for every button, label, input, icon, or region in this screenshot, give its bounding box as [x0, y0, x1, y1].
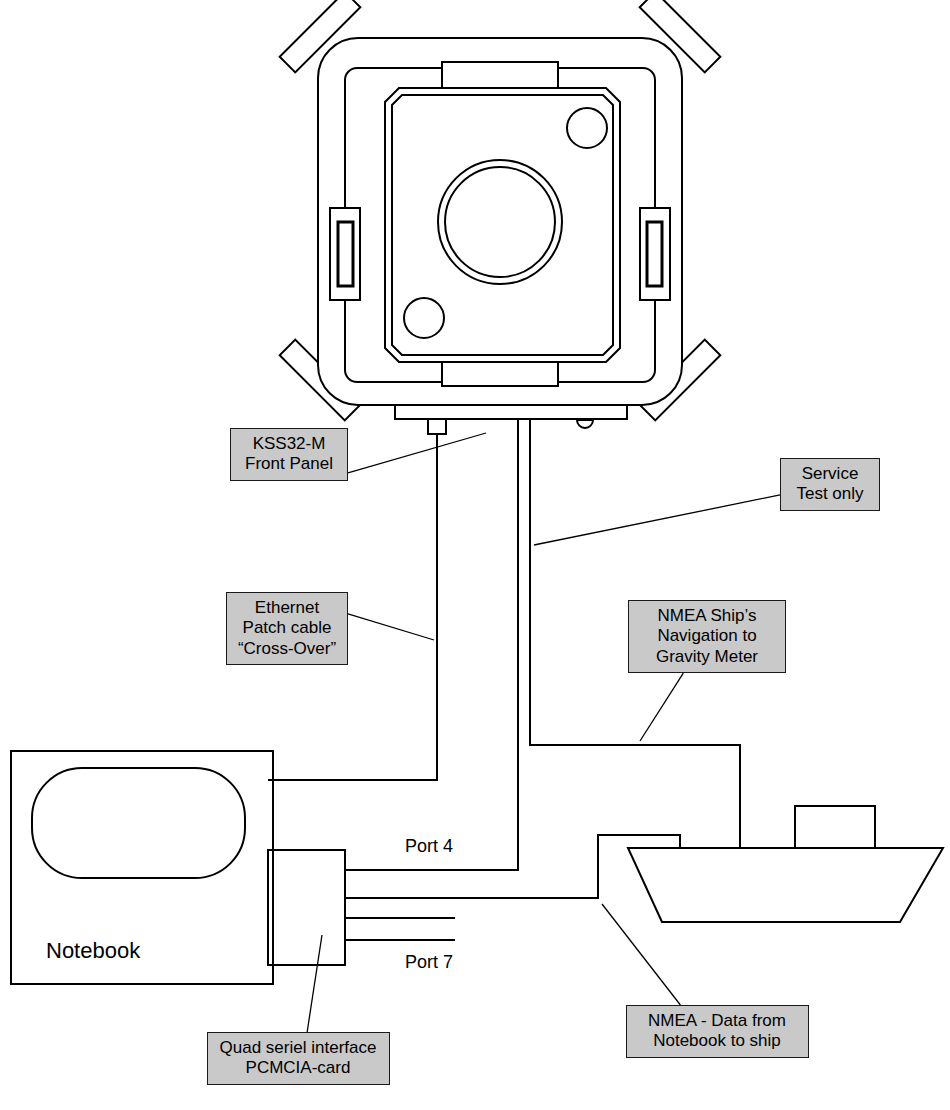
leader-line	[307, 935, 322, 1032]
meter-housing	[318, 38, 682, 405]
spare-port-line	[345, 939, 455, 941]
callout-text: KSS32-M Front Panel	[239, 434, 339, 475]
meter-knob	[404, 298, 444, 338]
device-label: Notebook	[46, 938, 272, 964]
pcmcia-card	[268, 850, 345, 965]
ethernet-socket	[428, 419, 446, 434]
meter-tab	[647, 222, 662, 286]
callout-text: NMEA - Data from Notebook to ship	[635, 1011, 800, 1052]
leader-line	[640, 673, 683, 741]
notebook-screen	[32, 768, 245, 878]
meter-tab	[640, 208, 670, 300]
meter-frame	[345, 68, 655, 382]
service-cable	[345, 419, 518, 870]
gravity-meter	[280, 0, 721, 434]
front-panel	[395, 405, 627, 419]
callout-text: Ethernet Patch cable “Cross-Over”	[235, 598, 339, 659]
nmea-out-cable	[345, 835, 680, 898]
callout-box: NMEA Ship’s Navigation to Gravity Meter	[628, 600, 786, 673]
callout-text: Quad seriel interface PCMCIA-card	[216, 1038, 381, 1079]
port-label: Port 4	[405, 836, 453, 858]
callout-box: NMEA - Data from Notebook to ship	[626, 1005, 809, 1058]
panel-screw	[577, 420, 593, 428]
ship-hull	[628, 848, 943, 922]
leader-line	[602, 904, 680, 1005]
meter-tab	[338, 222, 353, 286]
ship	[628, 806, 943, 922]
callout-box: Ethernet Patch cable “Cross-Over”	[226, 592, 348, 665]
meter-tab	[442, 62, 558, 90]
notebook-box: Notebook	[10, 750, 274, 985]
meter-plate	[385, 88, 620, 362]
meter-plate	[392, 95, 613, 355]
callout-box: Quad seriel interface PCMCIA-card	[207, 1032, 390, 1085]
meter-lens	[445, 167, 555, 277]
callout-box: KSS32-M Front Panel	[230, 428, 348, 481]
port-label: Port 7	[405, 952, 453, 974]
callout-box: Service Test only	[780, 458, 880, 511]
meter-lens	[438, 160, 562, 284]
leader-lines	[307, 433, 780, 1032]
callout-text: Service Test only	[789, 464, 871, 505]
meter-foot	[280, 0, 721, 420]
meter-tab	[330, 208, 360, 300]
callout-text: NMEA Ship’s Navigation to Gravity Meter	[637, 606, 777, 667]
leader-line	[348, 614, 434, 640]
leader-line	[534, 495, 780, 545]
ship-cabin	[795, 806, 875, 848]
meter-knob	[567, 108, 607, 148]
notebook-drawing	[32, 768, 345, 965]
leader-line	[348, 433, 486, 473]
spare-port-line	[345, 917, 455, 919]
